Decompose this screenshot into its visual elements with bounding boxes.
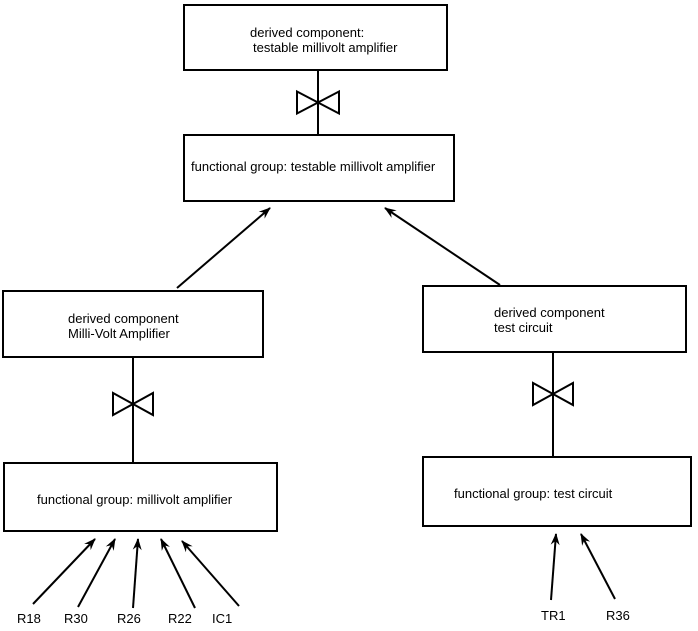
arrow-left-derived-to-top-group: [176, 207, 271, 289]
arrow-r26-to-left-group: [132, 538, 142, 609]
node-label-line: Milli-Volt Amplifier: [68, 326, 170, 341]
node-functional-group-millivolt-amplifier: functional group: millivolt amplifier: [3, 462, 278, 532]
node-functional-group-testable-millivolt-amplifier: functional group: testable millivolt amp…: [183, 134, 455, 202]
arrow-r36-to-right-group: [580, 533, 616, 600]
arrow-tr1-to-right-group: [550, 533, 560, 601]
node-label-line: derived component: [494, 305, 605, 320]
node-label-line: derived component: [68, 311, 179, 326]
component-label-r30: R30: [64, 611, 88, 626]
arrow-r22-to-left-group: [160, 538, 196, 609]
bowtie-left-right-triangle-icon: [130, 391, 154, 417]
bowtie-top-left-triangle-icon: [296, 89, 321, 116]
component-label-r26: R26: [117, 611, 141, 626]
node-derived-component-testable-millivolt-amplifier: derived component: testable millivolt am…: [183, 4, 448, 71]
bowtie-left-left-triangle-icon: [112, 391, 136, 417]
node-label-line: derived component:: [250, 25, 365, 40]
bowtie-right-right-triangle-icon: [550, 381, 574, 407]
node-functional-group-test-circuit: functional group: test circuit: [422, 456, 692, 527]
node-label: functional group: millivolt amplifier: [37, 492, 233, 507]
component-label-tr1: TR1: [541, 608, 566, 623]
component-label-r18: R18: [17, 611, 41, 626]
component-label-r36: R36: [606, 608, 630, 623]
node-derived-component-test-circuit: derived component test circuit: [422, 285, 687, 353]
node-label: functional group: test circuit: [454, 486, 613, 501]
node-label-line: testable millivolt amplifier: [253, 40, 398, 55]
node-label: functional group: testable millivolt amp…: [191, 159, 436, 174]
component-label-ic1: IC1: [212, 611, 233, 626]
arrow-ic1-to-left-group: [181, 540, 240, 607]
bowtie-right-left-triangle-icon: [532, 381, 556, 407]
node-derived-component-milli-volt-amplifier: derived component Milli-Volt Amplifier: [2, 290, 264, 358]
node-label-line: test circuit: [494, 320, 553, 335]
component-label-r22: R22: [168, 611, 192, 626]
arrow-r18-to-left-group: [32, 538, 96, 605]
bowtie-top-right-triangle-icon: [315, 89, 340, 116]
arrow-right-derived-to-top-group: [384, 207, 501, 286]
arrow-r30-to-left-group: [77, 538, 116, 608]
